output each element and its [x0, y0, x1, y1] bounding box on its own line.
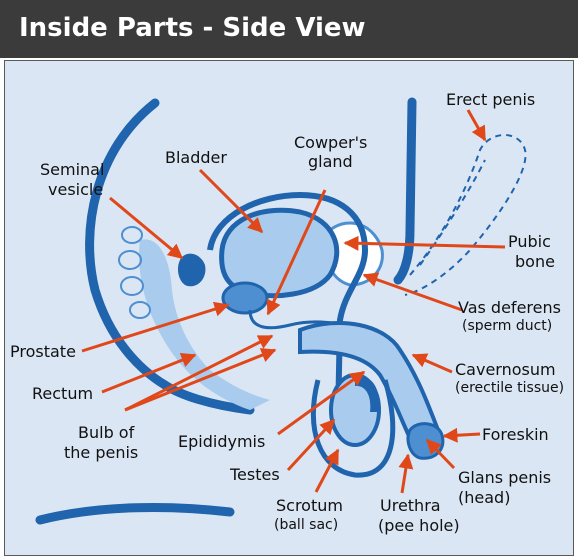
label-bulb-2: the penis — [64, 443, 139, 462]
label-urethra-sub: (pee hole) — [378, 516, 460, 535]
label-vas-deferens-sub: (sperm duct) — [462, 318, 553, 334]
pointer-rectum — [101, 353, 197, 394]
label-seminal-vesicle-1: Seminal — [40, 160, 105, 179]
pointer-prostate — [81, 301, 230, 353]
label-foreskin: Foreskin — [482, 425, 549, 444]
pointer-epididymis — [277, 370, 366, 436]
label-glans-1: Glans penis — [458, 468, 552, 487]
label-cavernosum: Cavernosum — [455, 360, 556, 379]
label-scrotum-sub: (ball sac) — [274, 517, 339, 533]
pointer-foreskin — [442, 427, 481, 443]
label-cavernosum-sub: (erectile tissue) — [455, 380, 565, 396]
label-cowpers-2: gland — [308, 152, 353, 171]
abdomen-outline — [393, 97, 417, 285]
label-prostate: Prostate — [10, 342, 76, 361]
label-rectum: Rectum — [32, 384, 94, 403]
prostate-shape — [221, 281, 269, 315]
pointer-vas-deferens — [362, 272, 463, 312]
pointer-bulb-2 — [124, 348, 277, 412]
pointer-pubic-bone — [343, 235, 506, 251]
label-bladder: Bladder — [165, 148, 227, 167]
pointer-scrotum — [314, 448, 340, 493]
label-cowpers-1: Cowper's — [294, 133, 368, 152]
diagram-title: Inside Parts - Side View — [19, 13, 366, 43]
label-pubic-1: Pubic — [508, 232, 551, 251]
seminal-vesicle-shape — [177, 253, 206, 287]
label-urethra: Urethra — [380, 496, 441, 515]
pointer-cowpers — [266, 189, 327, 316]
header-bar: Inside Parts - Side View — [0, 0, 578, 58]
pointer-glans — [425, 438, 456, 470]
pointer-erect-penis — [466, 109, 487, 142]
pointer-cavernosum — [411, 353, 453, 374]
pointer-lines — [81, 109, 506, 494]
label-seminal-vesicle-2: vesicle — [48, 180, 104, 199]
perineum-outline — [35, 502, 235, 525]
label-erect-penis: Erect penis — [446, 90, 536, 109]
spine — [118, 226, 151, 319]
pointer-bladder — [198, 168, 264, 234]
label-scrotum: Scrotum — [276, 496, 343, 515]
label-pubic-2: bone — [515, 252, 555, 271]
label-bulb-1: Bulb of — [78, 423, 135, 442]
body-outline-back — [85, 98, 255, 415]
pointer-testes — [286, 418, 336, 472]
erect-penis-dashed — [404, 134, 527, 296]
erect-penis-dashed-inner — [419, 159, 486, 266]
vas-deferens-tube — [207, 191, 369, 421]
label-vas-deferens: Vas deferens — [458, 298, 561, 317]
pointer-urethra — [398, 453, 414, 494]
scrotum-outline — [310, 379, 396, 478]
label-epididymis: Epididymis — [178, 432, 266, 451]
label-glans-2: (head) — [458, 488, 511, 507]
pointer-seminal-vesicle — [109, 196, 184, 260]
pointer-bulb-1 — [124, 334, 274, 412]
label-testes: Testes — [230, 465, 280, 484]
